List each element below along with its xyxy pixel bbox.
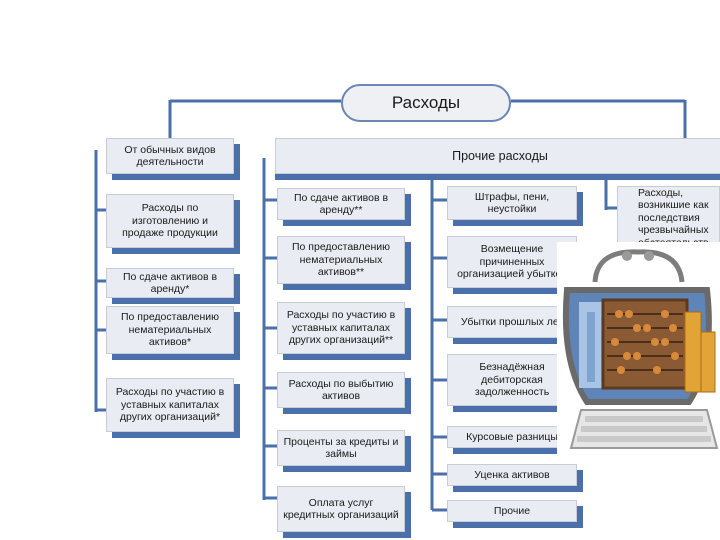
other-col1-bank-services: Оплата услуг кредитных организаций [277, 486, 405, 532]
money-bag-abacus-keyboard-illustration [557, 242, 720, 464]
ordinary-activities-header: От обычных видов деятельности [106, 138, 234, 174]
other-col3-emergency: Расходы, возникшие как последствия чрезв… [617, 186, 720, 250]
other-col1-intangible: По предоставлению нематериальных активов… [277, 236, 405, 284]
ordinary-item-rent: По сдаче активов в аренду* [106, 268, 234, 298]
other-col2-other: Прочие [447, 500, 577, 522]
root-node-expenses: Расходы [341, 84, 511, 122]
other-col2-markdown: Уценка активов [447, 464, 577, 486]
other-col1-rent: По сдаче активов в аренду** [277, 188, 405, 220]
other-col2-damages: Возмещение причиненных организацией убыт… [447, 236, 577, 288]
ordinary-item-production: Расходы по изготовлению и продаже продук… [106, 194, 234, 248]
other-col1-disposal: Расходы по выбытию активов [277, 372, 405, 408]
other-col1-interest: Проценты за кредиты и займы [277, 430, 405, 466]
ordinary-item-intangible: По предоставлению нематериальных активов… [106, 306, 234, 354]
other-col2-penalties: Штрафы, пени, неустойки [447, 186, 577, 220]
other-expenses-header: Прочие расходы [275, 138, 720, 174]
other-col2-exchange-diff: Курсовые разницы [447, 426, 577, 448]
other-col1-capital-participation: Расходы по участию в уставных капиталах … [277, 302, 405, 354]
ordinary-item-capital-participation: Расходы по участию в уставных капиталах … [106, 378, 234, 432]
